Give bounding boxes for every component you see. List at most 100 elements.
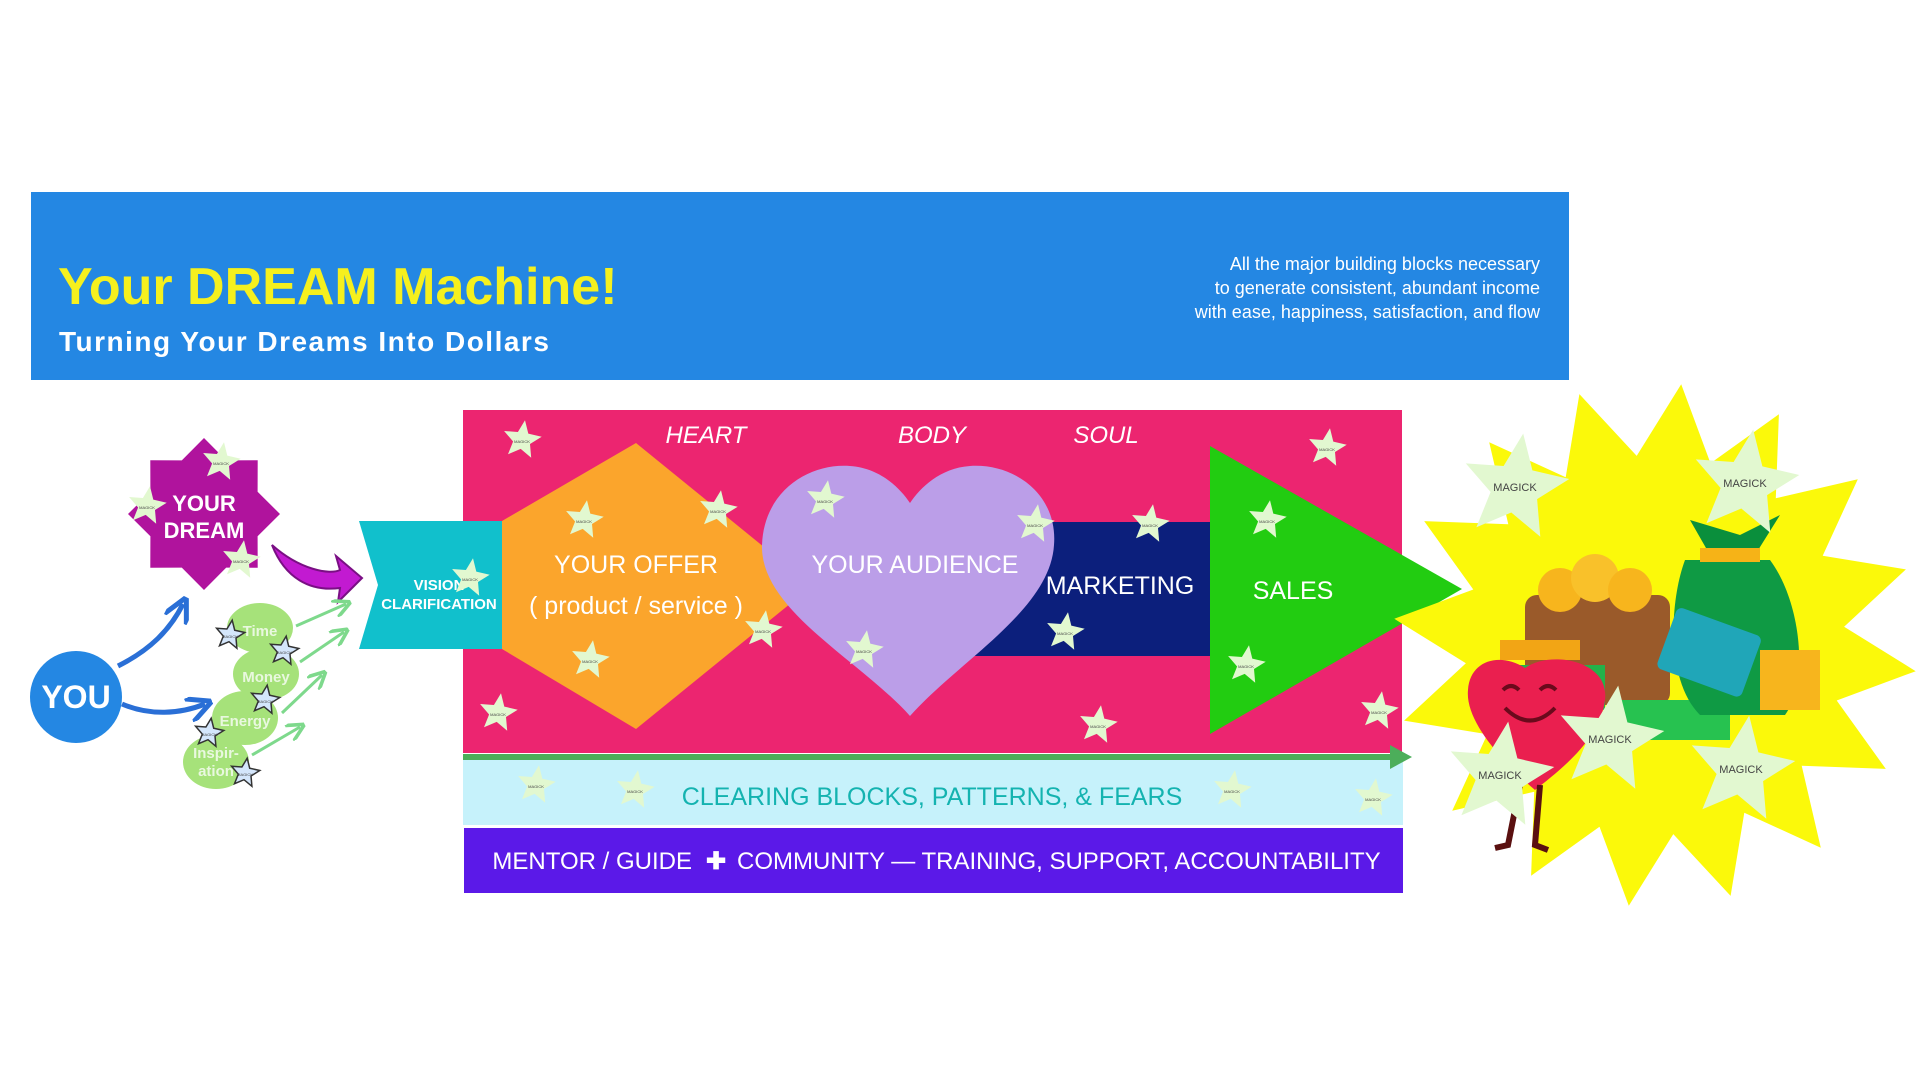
green-arrows xyxy=(251,604,346,757)
magick-star-label: MAGICK xyxy=(276,650,292,655)
magick-star-icon xyxy=(268,634,301,667)
clearing-band: CLEARING BLOCKS, PATTERNS, & FEARS xyxy=(463,745,1412,825)
magick-star-label: MAGICK xyxy=(222,634,238,639)
magick-star-label: MAGICK xyxy=(755,629,771,634)
magick-star-icon xyxy=(229,756,262,789)
magick-star-icon xyxy=(518,765,556,803)
description-line-1: All the major building blocks necessary xyxy=(1230,254,1540,274)
resource-inspiration-1: Inspir- xyxy=(193,745,239,762)
magick-star-label: MAGICK xyxy=(1238,664,1254,669)
magick-star-icon xyxy=(700,490,738,528)
magick-star-icon xyxy=(572,640,610,678)
magick-star-icon xyxy=(480,693,518,731)
offer-sublabel: ( product / service ) xyxy=(529,592,743,620)
magick-star-label: MAGICK xyxy=(856,649,872,654)
magick-star-label: MAGICK xyxy=(1027,523,1043,528)
magick-star-label: MAGICK xyxy=(257,699,273,704)
magick-star-icon xyxy=(1017,504,1055,542)
dream-label-1: YOUR xyxy=(172,491,236,516)
magick-star-icon xyxy=(1132,504,1170,542)
you-to-dream-arrow xyxy=(116,604,183,669)
magick-star-label: MAGICK xyxy=(710,509,726,514)
magick-star-label: MAGICK xyxy=(1224,789,1240,794)
magick-star-icon xyxy=(1560,685,1665,789)
magick-stars: MAGICK MAGICK MAGICK MAGICK MAGICK MAGICK MAGI… xyxy=(129,420,1399,816)
magick-star-label: MAGICK xyxy=(627,789,643,794)
clearing-label: CLEARING BLOCKS, PATTERNS, & FEARS xyxy=(682,783,1183,811)
magick-star-label: MAGICK xyxy=(233,559,249,564)
magick-star-icon xyxy=(807,480,845,518)
resource-inspiration-2: ation xyxy=(198,763,234,780)
sales-label: SALES xyxy=(1253,577,1334,605)
mentor-band: MENTOR / GUIDE ✚ COMMUNITY — TRAINING, S… xyxy=(464,828,1403,893)
magick-star-icon xyxy=(214,618,247,651)
label-body: BODY xyxy=(898,422,968,449)
resource-money: Money xyxy=(242,669,290,686)
magick-star-label: MAGICK xyxy=(1142,523,1158,528)
money-illustration xyxy=(1500,515,1820,740)
magick-star-label: MAGICK xyxy=(1319,447,1335,452)
magick-star-icon xyxy=(1695,429,1800,533)
magick-star-icon xyxy=(193,716,226,749)
magick-star-icon xyxy=(249,683,282,716)
reward-burst: MAGICK MAGICK MAGICK MAGICK MAGICK xyxy=(1394,384,1916,906)
you-to-resources-arrow xyxy=(121,704,205,712)
mentor-label: MENTOR / GUIDE xyxy=(492,848,692,875)
magick-star-icon xyxy=(566,500,604,538)
magick-star-icon xyxy=(846,630,884,668)
vision-label-2: CLARIFICATION xyxy=(381,596,497,613)
header-banner: Your DREAM Machine! Turning Your Dreams … xyxy=(31,192,1569,380)
magick-star-label: MAGICK xyxy=(490,712,506,717)
magick-star-icon xyxy=(1355,778,1393,816)
magick-star-label: MAGICK xyxy=(201,732,217,737)
magick-star-label: MAGICK xyxy=(1371,710,1387,715)
magick-star-label: MAGICK xyxy=(1719,764,1763,776)
magick-star-icon xyxy=(452,558,490,596)
magick-star-icon xyxy=(1214,770,1252,808)
magick-star-label: MAGICK xyxy=(1365,797,1381,802)
magick-star-label: MAGICK xyxy=(817,499,833,504)
magick-star-label: MAGICK xyxy=(213,461,229,466)
big-magick-stars: MAGICK MAGICK MAGICK MAGICK MAGICK xyxy=(1450,429,1800,825)
community-label: COMMUNITY — TRAINING, SUPPORT, ACCOUNTAB… xyxy=(737,848,1381,875)
magick-star-icon xyxy=(617,770,655,808)
purple-arrow-icon xyxy=(271,544,364,605)
magick-star-label: MAGICK xyxy=(139,505,155,510)
magick-star-label: MAGICK xyxy=(576,519,592,524)
magick-star-label: MAGICK xyxy=(1478,770,1522,782)
marketing-label: MARKETING xyxy=(1046,572,1195,600)
label-soul: SOUL xyxy=(1073,422,1138,449)
page-subtitle: Turning Your Dreams Into Dollars xyxy=(59,326,550,357)
offer-label: YOUR OFFER xyxy=(554,551,718,579)
magick-star-icon xyxy=(745,610,783,648)
magick-star-label: MAGICK xyxy=(1493,482,1537,494)
description-line-2: to generate consistent, abundant income xyxy=(1215,278,1540,298)
label-heart: HEART xyxy=(666,422,749,449)
description-line-3: with ease, happiness, satisfaction, and … xyxy=(1194,302,1541,322)
magick-star-icon xyxy=(1080,705,1118,743)
magick-star-icon xyxy=(203,442,241,480)
magick-star-label: MAGICK xyxy=(1723,478,1767,490)
resource-time: Time xyxy=(243,623,278,640)
magick-star-label: MAGICK xyxy=(514,439,530,444)
magick-star-label: MAGICK xyxy=(1090,724,1106,729)
magick-star-icon xyxy=(1465,433,1570,537)
magick-star-icon xyxy=(129,486,167,524)
magick-star-icon xyxy=(1450,721,1555,825)
magick-star-label: MAGICK xyxy=(237,772,253,777)
plus-icon: ✚ xyxy=(706,848,726,875)
magick-star-icon xyxy=(504,420,542,458)
magick-star-label: MAGICK xyxy=(528,784,544,789)
magick-star-icon xyxy=(1361,691,1399,729)
vision-label-1: VISION xyxy=(414,577,465,594)
magick-star-icon xyxy=(1047,612,1085,650)
magick-star-icon xyxy=(1309,428,1347,466)
magick-star-label: MAGICK xyxy=(462,577,478,582)
dream-label-2: DREAM xyxy=(164,518,245,543)
magick-star-label: MAGICK xyxy=(1588,734,1632,746)
audience-label: YOUR AUDIENCE xyxy=(812,551,1019,579)
your-audience-heart: YOUR AUDIENCE xyxy=(761,465,1055,716)
magick-star-icon xyxy=(223,540,261,578)
magick-star-label: MAGICK xyxy=(1057,631,1073,636)
